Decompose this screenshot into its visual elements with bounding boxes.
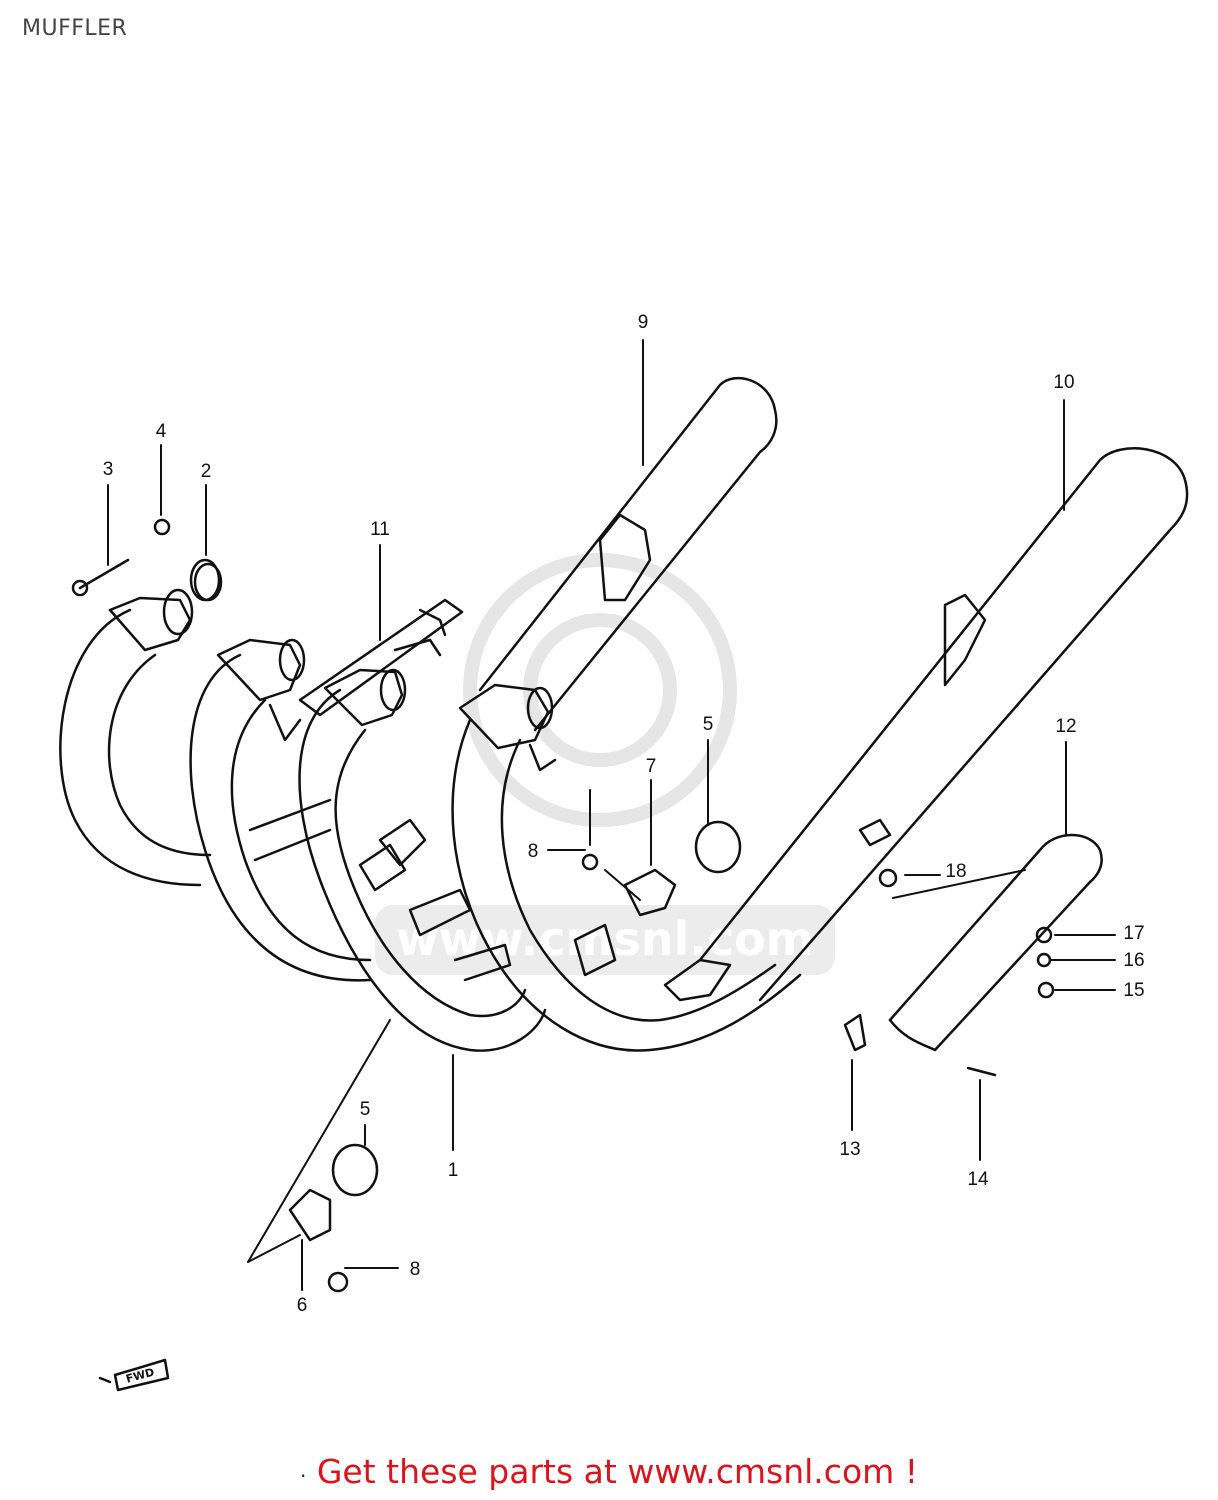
small-parts	[71, 518, 1055, 1392]
balance-pipes	[248, 798, 732, 1002]
callout-8: 8	[528, 841, 539, 862]
callout-6: 6	[297, 1295, 308, 1316]
callout-2: 2	[201, 461, 212, 482]
bracket-11	[298, 598, 464, 717]
callout-8b: 8	[410, 1259, 421, 1280]
callout-1: 1	[448, 1160, 459, 1181]
callout-5b: 5	[360, 1099, 371, 1120]
callout-14: 14	[967, 1169, 989, 1190]
callout-10: 10	[1053, 372, 1074, 393]
callouts: 9 10 11 12 3 4 2 5 7 8 18 17 16 15 13 14…	[103, 312, 1145, 1316]
callout-13: 13	[839, 1139, 860, 1160]
exhaust-pipe-2	[189, 638, 372, 982]
muffler-9	[478, 376, 778, 732]
muffler-10	[698, 447, 1189, 1002]
page-title: MUFFLER	[22, 16, 128, 41]
callout-17: 17	[1123, 923, 1144, 944]
exhaust-pipe-4	[451, 683, 802, 1052]
callout-9: 9	[638, 312, 649, 333]
callout-15: 15	[1123, 980, 1144, 1001]
footer-bullet: ·	[300, 1464, 307, 1488]
callout-11: 11	[370, 519, 390, 540]
footer-link-wrapper: · Get these parts at www.cmsnl.com !	[0, 1452, 1218, 1491]
leader-lines	[107, 339, 1116, 1291]
callout-18: 18	[945, 861, 966, 882]
callout-7: 7	[646, 756, 657, 777]
footer-link[interactable]: Get these parts at www.cmsnl.com !	[316, 1452, 918, 1491]
callout-3: 3	[103, 459, 114, 480]
callout-16: 16	[1123, 950, 1144, 971]
callout-4: 4	[156, 421, 167, 442]
exhaust-pipe-3	[298, 668, 547, 1052]
callout-12: 12	[1055, 716, 1076, 737]
heat-shield-12	[888, 833, 1103, 1052]
exhaust-pipe-1	[59, 558, 221, 887]
callout-5: 5	[703, 714, 714, 735]
